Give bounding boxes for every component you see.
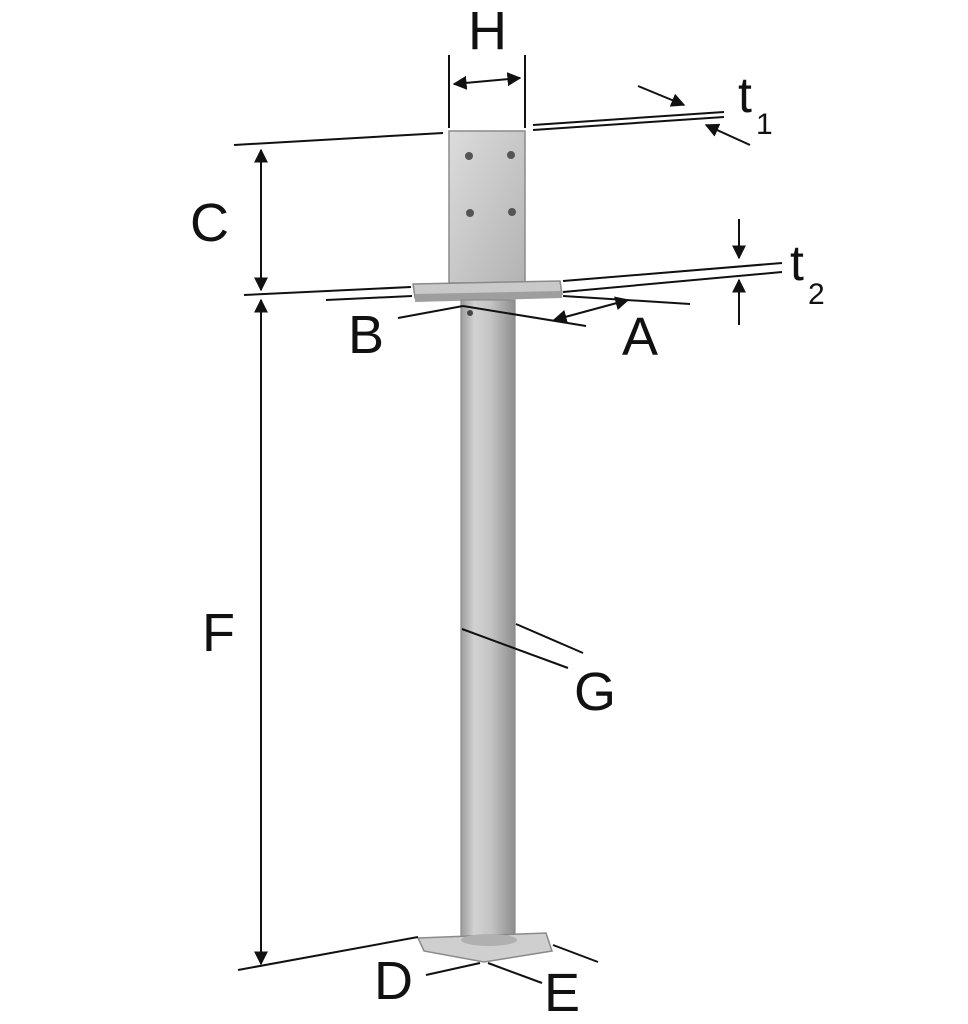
leader-D-E	[425, 944, 599, 984]
support-plate	[412, 280, 563, 302]
label-t1-subscript: 1	[756, 108, 773, 141]
dimension-F	[237, 298, 419, 971]
label-C: C	[190, 193, 229, 253]
base-plate	[416, 932, 553, 963]
dimension-t1	[532, 85, 751, 146]
screw-hole	[507, 151, 515, 159]
tube	[460, 299, 516, 941]
dimension-C	[233, 132, 444, 296]
label-t2-subscript: 2	[808, 278, 825, 311]
leader-G	[461, 623, 584, 669]
screw-hole	[465, 152, 473, 160]
label-F: F	[202, 603, 235, 663]
screw-hole	[466, 209, 474, 217]
dimension-A-B	[325, 295, 691, 327]
label-E: E	[544, 963, 581, 1023]
fin-plate	[448, 130, 526, 284]
label-t2: t	[790, 235, 804, 291]
label-G: G	[574, 662, 617, 722]
label-H: H	[468, 1, 507, 61]
label-D: D	[374, 951, 413, 1011]
screw-hole	[508, 208, 516, 216]
label-t1: t	[738, 67, 752, 123]
dimension-t2	[562, 219, 783, 325]
dimension-H	[448, 55, 526, 128]
label-B: B	[348, 305, 385, 365]
label-A: A	[622, 307, 659, 367]
